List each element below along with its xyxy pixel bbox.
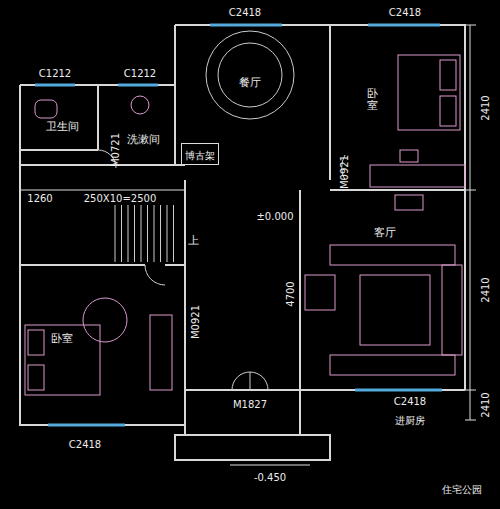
- room-name: 餐厅: [239, 77, 261, 88]
- tag-label: C2418: [69, 440, 101, 450]
- tag-label: 住宅公园: [442, 485, 482, 495]
- dimension-label: 2410: [481, 277, 491, 302]
- dimension-label: 2410: [481, 392, 491, 417]
- dimension-label: 2410: [481, 95, 491, 120]
- tag-label: ±0.000: [256, 212, 293, 222]
- tag-label: M1827: [233, 400, 267, 410]
- tag-label: 250X10=2500: [84, 194, 157, 204]
- shelf-label: 博古架: [185, 150, 215, 161]
- tag-label: C2418: [229, 8, 261, 18]
- dimension-label: M0921: [191, 305, 201, 339]
- tag-label: C2418: [394, 397, 426, 407]
- tag-label: 1260: [27, 194, 52, 204]
- tag-label: 进厨房: [395, 416, 425, 426]
- room-name: 卧室: [367, 88, 378, 112]
- tag-label: C1212: [39, 69, 71, 79]
- tag-label: C2418: [389, 8, 421, 18]
- room-name: 上: [188, 235, 199, 246]
- dimension-label: 4700: [286, 281, 296, 306]
- shelf-box: 博古架: [181, 143, 219, 165]
- dimension-label: M0921: [340, 155, 350, 189]
- room-name: 卧室: [51, 333, 73, 344]
- tag-label: C1212: [124, 69, 156, 79]
- dimension-label: M0721: [111, 133, 121, 167]
- room-name: 洗漱间: [127, 134, 160, 145]
- room-name: 卫生间: [46, 121, 79, 132]
- room-name: 客厅: [374, 227, 396, 238]
- tag-label: -0.450: [254, 473, 286, 483]
